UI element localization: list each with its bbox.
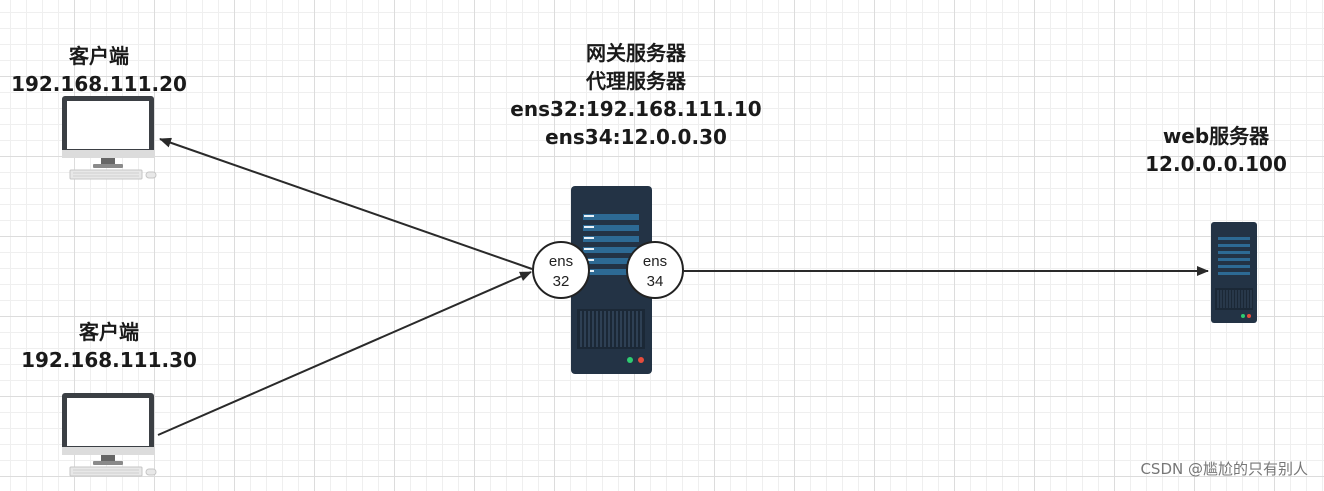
port-ens34-line2: 34 <box>646 273 664 290</box>
port-ens32-circle <box>532 241 590 299</box>
port-ens32-line2: 32 <box>552 273 570 290</box>
web-label: web服务器 12.0.0.0.100 <box>1116 122 1316 178</box>
port-ens34-circle <box>626 241 684 299</box>
port-ens34-label: ens 34 <box>627 252 683 292</box>
client1-ip: 192.168.111.20 <box>11 72 187 96</box>
port-ens34-line1: ens <box>642 253 668 270</box>
client2-label: 客户端 192.168.111.30 <box>14 318 204 374</box>
link-gateway-to-client1 <box>159 137 533 270</box>
client2-ip: 192.168.111.30 <box>21 348 197 372</box>
gateway-label: 网关服务器 代理服务器 ens32:192.168.111.10 ens34:1… <box>486 39 786 151</box>
client2-desktop-computer-icon <box>62 393 157 477</box>
web-title: web服务器 <box>1162 124 1270 148</box>
gateway-line3: ens32:192.168.111.10 <box>510 97 762 121</box>
client1-label: 客户端 192.168.111.20 <box>4 42 194 98</box>
web-ip: 12.0.0.0.100 <box>1145 152 1287 176</box>
gateway-line2: 代理服务器 <box>586 69 686 93</box>
port-ens32-label: ens 32 <box>533 252 589 292</box>
gateway-line4: ens34:12.0.0.30 <box>545 125 727 149</box>
web-rack-server-icon <box>1211 222 1257 323</box>
gateway-rack-server-icon <box>571 186 652 374</box>
link-client2-to-gateway <box>157 271 532 436</box>
port-ens32-line1: ens <box>548 253 574 270</box>
client1-title: 客户端 <box>69 44 129 68</box>
gateway-line1: 网关服务器 <box>586 41 686 65</box>
client1-desktop-computer-icon <box>62 96 157 180</box>
csdn-watermark: CSDN @尴尬的只有别人 <box>1140 460 1308 478</box>
client2-title: 客户端 <box>79 320 139 344</box>
